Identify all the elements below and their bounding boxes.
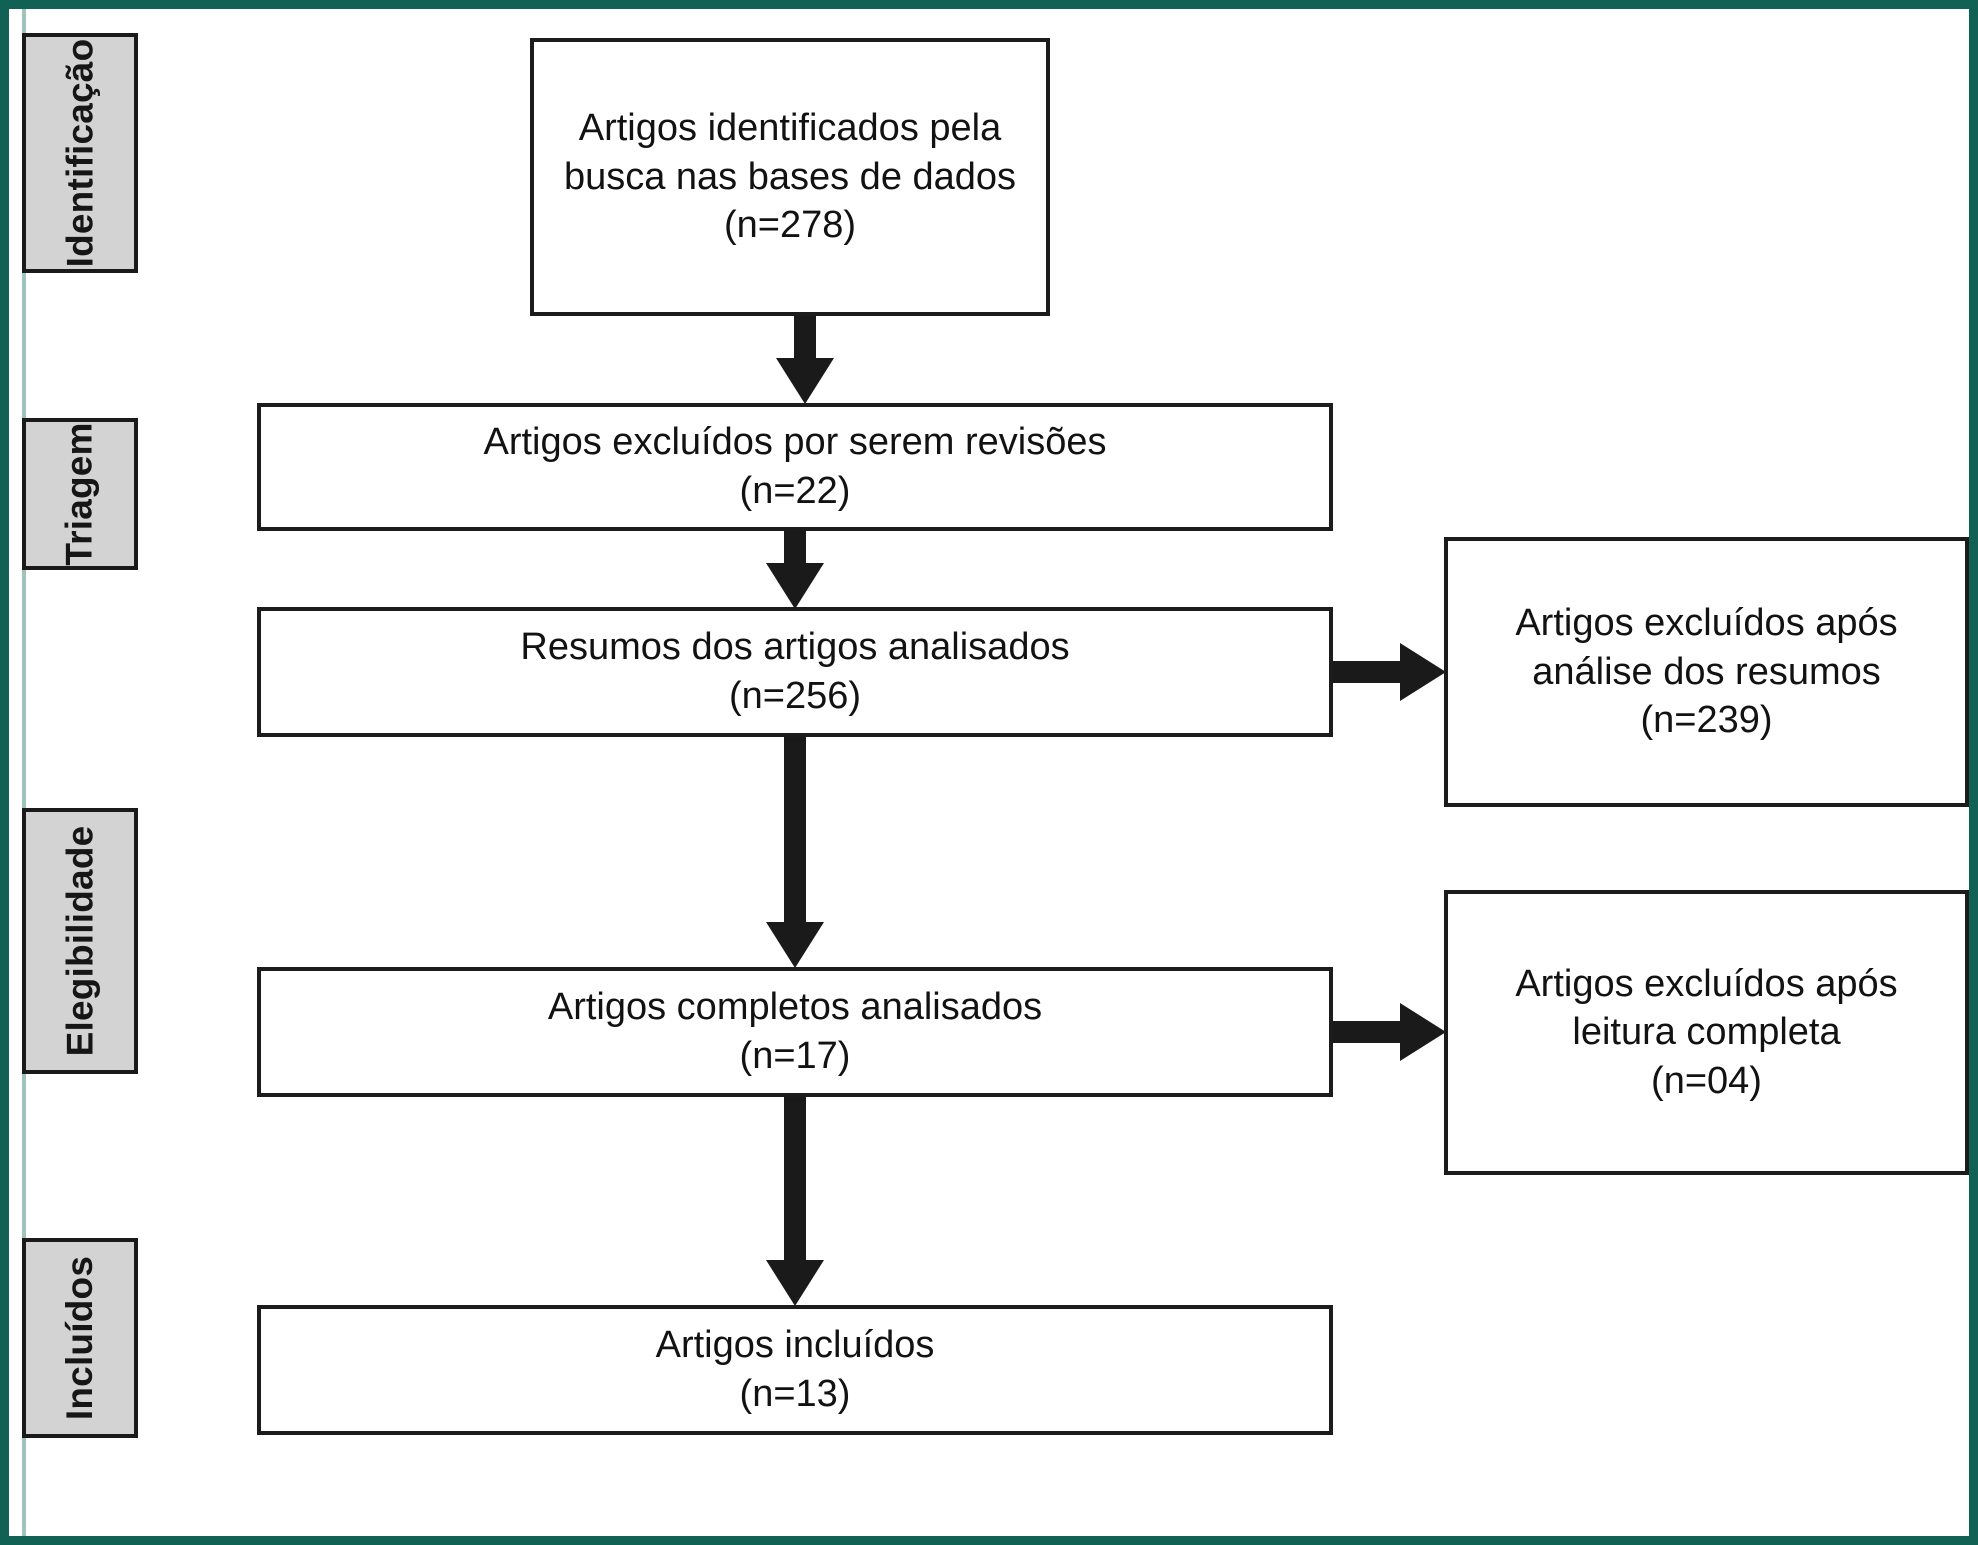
stage-label-triagem: Triagem	[22, 418, 138, 570]
box-excluded-after-abstracts-count: (n=239)	[1640, 699, 1773, 742]
box-abstracts-analyzed-count: (n=256)	[728, 675, 862, 717]
box-articles-included-count: (n=13)	[739, 1373, 851, 1415]
arrow-identified-to-excluded-reviews	[765, 316, 845, 404]
stage-label-identificacao-text: Identificação	[59, 38, 100, 268]
box-excluded-after-full-text: Artigos excluídos após leitura completa …	[1444, 890, 1969, 1175]
frame-border-right	[1969, 0, 1978, 1545]
stage-label-identificacao: Identificação	[22, 33, 138, 273]
stage-label-incluidos: Incluídos	[22, 1238, 138, 1438]
box-articles-identified-line2: busca nas bases de dados	[563, 155, 1017, 198]
box-full-text-analyzed: Artigos completos analisados (n=17)	[257, 967, 1333, 1097]
box-excluded-after-abstracts-line2: análise dos resumos	[1532, 650, 1881, 693]
arrow-full-text-to-excluded-after-full-text	[1333, 1002, 1446, 1062]
frame-border-left	[0, 0, 9, 1545]
box-excluded-after-full-text-count: (n=04)	[1651, 1059, 1762, 1102]
box-full-text-analyzed-line1: Artigos completos analisados	[547, 986, 1043, 1029]
frame-inner-rule	[22, 9, 26, 1536]
box-excluded-reviews-count: (n=22)	[739, 470, 851, 512]
box-excluded-reviews: Artigos excluídos por serem revisões (n=…	[257, 403, 1333, 531]
box-excluded-after-full-text-line2: leitura completa	[1572, 1011, 1841, 1054]
box-articles-included-line1: Artigos incluídos	[655, 1324, 935, 1367]
frame-border-top	[0, 0, 1978, 9]
box-full-text-analyzed-count: (n=17)	[739, 1035, 851, 1077]
stage-label-elegibilidade: Elegibilidade	[22, 808, 138, 1074]
arrow-abstracts-to-full-text	[755, 737, 835, 968]
box-excluded-after-abstracts: Artigos excluídos após análise dos resum…	[1444, 537, 1969, 807]
box-abstracts-analyzed-line1: Resumos dos artigos analisados	[520, 626, 1070, 669]
arrow-excluded-reviews-to-abstracts	[755, 531, 835, 609]
box-articles-identified-count: (n=278)	[723, 204, 857, 247]
box-abstracts-analyzed: Resumos dos artigos analisados (n=256)	[257, 607, 1333, 737]
box-excluded-reviews-line1: Artigos excluídos por serem revisões	[483, 421, 1107, 464]
frame-border-bottom	[0, 1536, 1978, 1545]
box-articles-identified: Artigos identificados pela busca nas bas…	[530, 38, 1050, 316]
arrow-full-text-to-included	[755, 1097, 835, 1306]
box-articles-identified-line1: Artigos identificados pela	[578, 107, 1002, 150]
box-excluded-after-abstracts-line1: Artigos excluídos após	[1515, 602, 1898, 645]
arrow-abstracts-to-excluded-after-abstracts	[1333, 642, 1446, 702]
stage-label-triagem-text: Triagem	[59, 422, 101, 566]
box-excluded-after-full-text-line1: Artigos excluídos após	[1515, 962, 1898, 1005]
box-articles-included: Artigos incluídos (n=13)	[257, 1305, 1333, 1435]
stage-label-elegibilidade-text: Elegibilidade	[59, 825, 101, 1057]
stage-label-incluidos-text: Incluídos	[59, 1255, 101, 1421]
